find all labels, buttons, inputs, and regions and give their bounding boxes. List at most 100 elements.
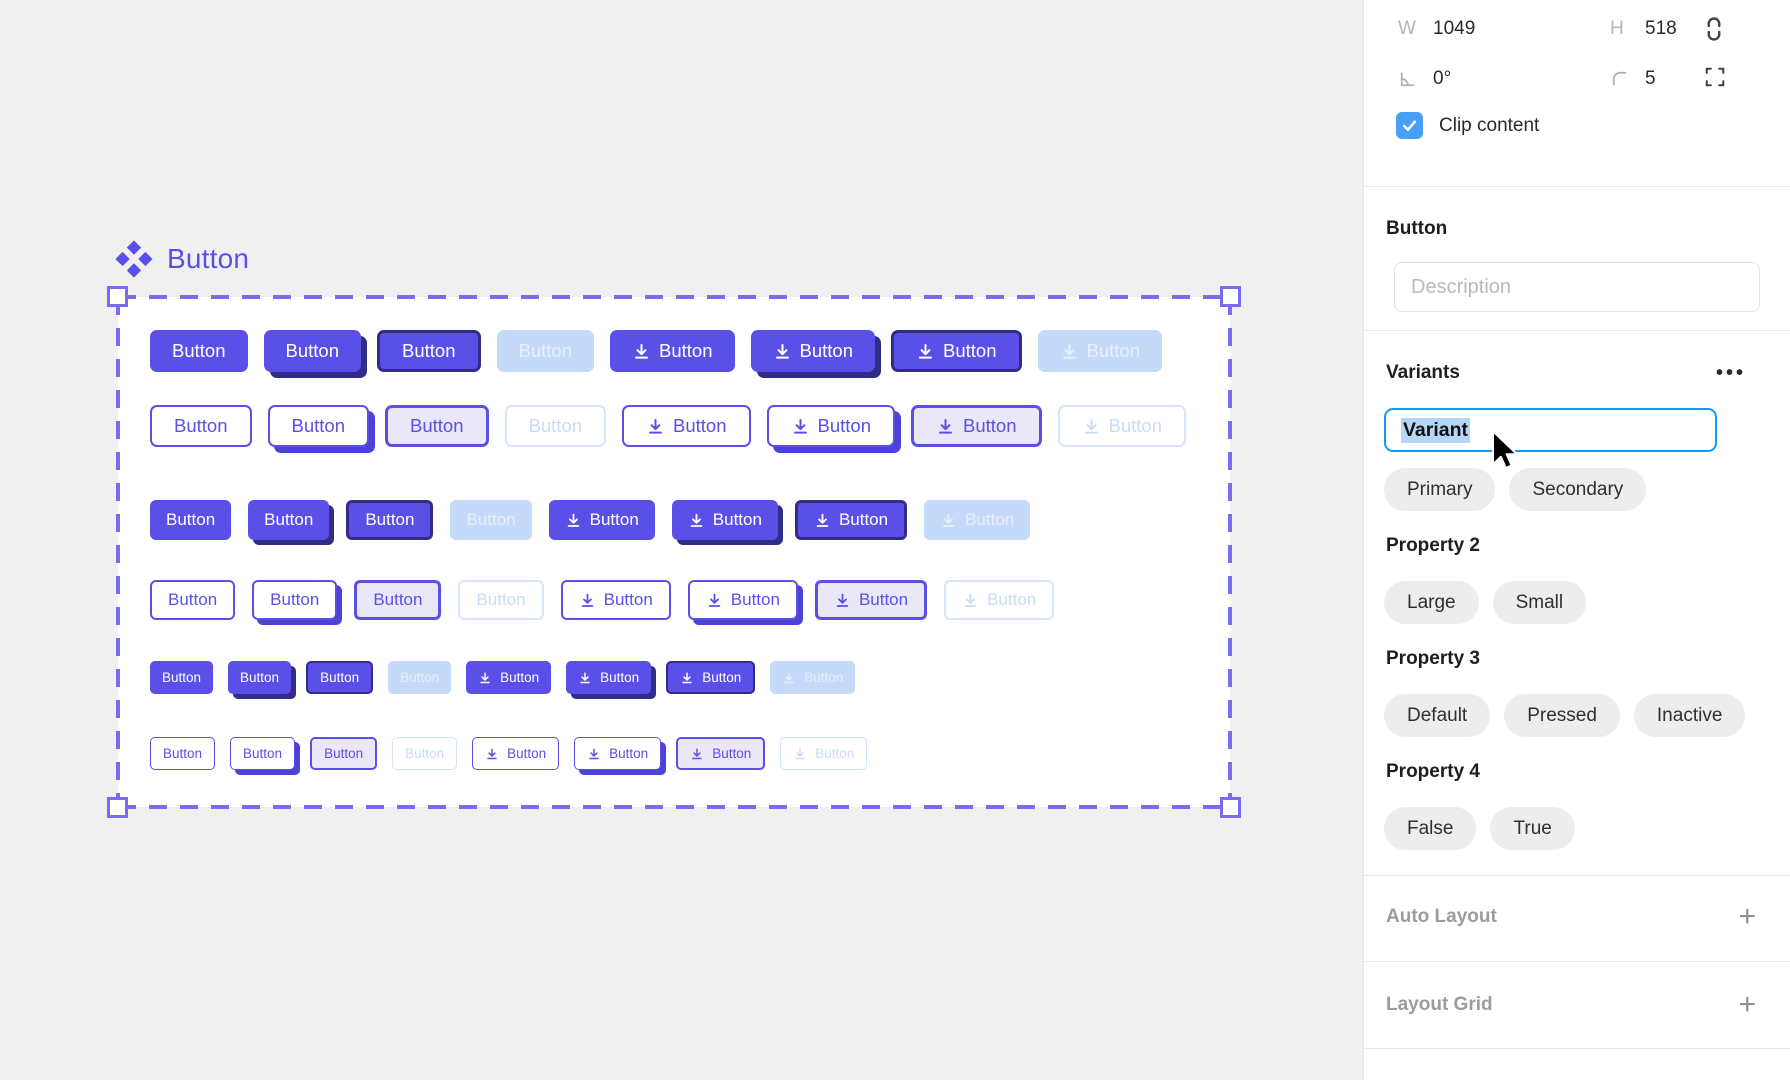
- button-label: Button: [373, 590, 423, 609]
- variant-option-chip-pressed[interactable]: Pressed: [1504, 694, 1620, 737]
- button-component-small-outlined-inactive-with-icon[interactable]: Button: [780, 737, 868, 770]
- button-component-small-outlined-default-with-icon[interactable]: Button: [472, 737, 560, 770]
- variant-option-chip-large[interactable]: Large: [1384, 581, 1479, 624]
- variant-option-chip-inactive[interactable]: Inactive: [1633, 694, 1746, 737]
- button-component-small-outlined-inactive[interactable]: Button: [392, 737, 458, 770]
- button-component-small-filled-inactive-with-icon[interactable]: Button: [770, 661, 856, 694]
- selection-border-bottom: [118, 805, 1230, 809]
- button-component-large-outlined-inactive[interactable]: Button: [504, 405, 606, 447]
- clip-content-checkbox[interactable]: [1396, 112, 1423, 139]
- button-component-large-filled-pressed-with-icon[interactable]: Button: [891, 330, 1022, 372]
- button-label: Button: [659, 340, 713, 361]
- property-options-row: Primary Secondary: [1384, 468, 1770, 511]
- button-component-medium-filled-pressed[interactable]: Button: [346, 500, 434, 540]
- button-component-small-filled-inactive[interactable]: Button: [388, 661, 452, 694]
- button-component-medium-filled-inactive[interactable]: Button: [450, 500, 532, 540]
- mouse-cursor: [1492, 430, 1518, 469]
- button-component-medium-filled-default[interactable]: Button: [150, 500, 232, 540]
- variant-option-chip-true[interactable]: True: [1490, 807, 1575, 850]
- button-component-small-outlined-pressed-with-icon[interactable]: Button: [676, 737, 766, 770]
- button-component-medium-outlined-default[interactable]: Button: [150, 580, 236, 620]
- selection-border-right: [1228, 297, 1232, 807]
- variant-option-chip-small[interactable]: Small: [1492, 581, 1587, 624]
- add-auto-layout-button[interactable]: +: [1738, 900, 1756, 933]
- add-layout-grid-button[interactable]: +: [1738, 988, 1756, 1021]
- download-icon: [942, 513, 955, 527]
- button-label: Button: [730, 590, 780, 609]
- independent-corners-icon[interactable]: [1704, 66, 1726, 88]
- resize-handle-bottom-right[interactable]: [1220, 797, 1241, 818]
- button-component-medium-outlined-shadow-with-icon[interactable]: Button: [687, 580, 798, 620]
- button-component-medium-outlined-shadow[interactable]: Button: [252, 580, 338, 620]
- download-icon: [795, 747, 805, 759]
- button-component-medium-filled-pressed-with-icon[interactable]: Button: [794, 500, 908, 540]
- more-options-icon[interactable]: •••: [1715, 362, 1746, 384]
- component-set-title[interactable]: Button: [115, 240, 249, 278]
- button-component-small-outlined-default[interactable]: Button: [150, 737, 216, 770]
- button-component-medium-outlined-default-with-icon[interactable]: Button: [560, 580, 671, 620]
- rotation-input[interactable]: 0°: [1433, 68, 1452, 89]
- button-component-large-filled-pressed[interactable]: Button: [377, 330, 481, 372]
- button-component-large-filled-inactive-with-icon[interactable]: Button: [1037, 330, 1162, 372]
- button-component-large-outlined-pressed[interactable]: Button: [385, 405, 489, 447]
- button-component-large-outlined-shadow[interactable]: Button: [267, 405, 369, 447]
- button-component-small-filled-pressed[interactable]: Button: [306, 661, 374, 694]
- button-label: Button: [402, 340, 456, 361]
- constrain-proportions-icon[interactable]: [1702, 14, 1726, 44]
- button-component-medium-filled-inactive-with-icon[interactable]: Button: [924, 500, 1031, 540]
- variant-option-chip-primary[interactable]: Primary: [1384, 468, 1496, 511]
- button-component-large-outlined-default[interactable]: Button: [150, 405, 252, 447]
- resize-handle-top-right[interactable]: [1220, 286, 1241, 307]
- variant-row-small-filled: Button Button Button Button Button Button Butt…: [150, 661, 1230, 694]
- resize-handle-bottom-left[interactable]: [107, 797, 128, 818]
- button-component-medium-outlined-pressed-with-icon[interactable]: Button: [814, 580, 928, 620]
- button-label: Button: [702, 670, 742, 685]
- button-component-large-filled-shadow[interactable]: Button: [263, 330, 361, 372]
- width-input[interactable]: 1049: [1433, 18, 1476, 39]
- button-label: Button: [804, 670, 844, 685]
- button-component-medium-filled-shadow-with-icon[interactable]: Button: [671, 500, 778, 540]
- button-component-large-outlined-default-with-icon[interactable]: Button: [622, 405, 751, 447]
- button-label: Button: [507, 746, 547, 761]
- button-component-small-outlined-pressed[interactable]: Button: [310, 737, 378, 770]
- button-component-large-outlined-pressed-with-icon[interactable]: Button: [911, 405, 1042, 447]
- button-component-large-filled-shadow-with-icon[interactable]: Button: [750, 330, 875, 372]
- button-component-large-filled-default[interactable]: Button: [150, 330, 248, 372]
- button-component-large-outlined-shadow-with-icon[interactable]: Button: [766, 405, 895, 447]
- corner-radius-input[interactable]: 5: [1645, 68, 1656, 89]
- button-component-large-filled-inactive[interactable]: Button: [496, 330, 594, 372]
- button-component-medium-filled-default-with-icon[interactable]: Button: [548, 500, 655, 540]
- button-component-large-outlined-inactive-with-icon[interactable]: Button: [1057, 405, 1186, 447]
- button-component-medium-filled-shadow[interactable]: Button: [248, 500, 330, 540]
- variant-option-chip-secondary[interactable]: Secondary: [1509, 468, 1647, 511]
- button-component-medium-outlined-inactive-with-icon[interactable]: Button: [944, 580, 1055, 620]
- button-component-small-filled-default-with-icon[interactable]: Button: [466, 661, 552, 694]
- variant-option-chip-default[interactable]: Default: [1384, 694, 1491, 737]
- button-component-medium-outlined-pressed[interactable]: Button: [354, 580, 442, 620]
- height-input[interactable]: 518: [1645, 18, 1677, 39]
- divider: [1364, 330, 1790, 331]
- button-label: Button: [603, 590, 653, 609]
- button-component-large-filled-default-with-icon[interactable]: Button: [610, 330, 735, 372]
- button-component-small-outlined-shadow[interactable]: Button: [230, 737, 296, 770]
- button-component-small-outlined-shadow-with-icon[interactable]: Button: [574, 737, 662, 770]
- selection-border-left: [116, 297, 120, 807]
- button-component-small-filled-default[interactable]: Button: [150, 661, 214, 694]
- resize-handle-top-left[interactable]: [107, 286, 128, 307]
- variant-row-medium-outlined: Button Button Button Button Button Button Butt…: [150, 580, 1230, 620]
- variant-name-input[interactable]: Variant: [1384, 408, 1717, 452]
- button-component-small-filled-pressed-with-icon[interactable]: Button: [666, 661, 756, 694]
- download-icon: [580, 671, 590, 683]
- description-input[interactable]: Description: [1394, 262, 1760, 312]
- variant-option-chip-false[interactable]: False: [1384, 807, 1477, 850]
- button-component-medium-outlined-inactive[interactable]: Button: [458, 580, 544, 620]
- button-component-small-filled-shadow[interactable]: Button: [228, 661, 292, 694]
- component-set-name[interactable]: Button: [167, 243, 250, 274]
- button-label: Button: [162, 670, 202, 685]
- download-icon: [692, 747, 702, 759]
- clip-content-row[interactable]: Clip content: [1396, 112, 1539, 139]
- selection-border-top: [118, 295, 1230, 299]
- button-component-small-filled-shadow-with-icon[interactable]: Button: [566, 661, 652, 694]
